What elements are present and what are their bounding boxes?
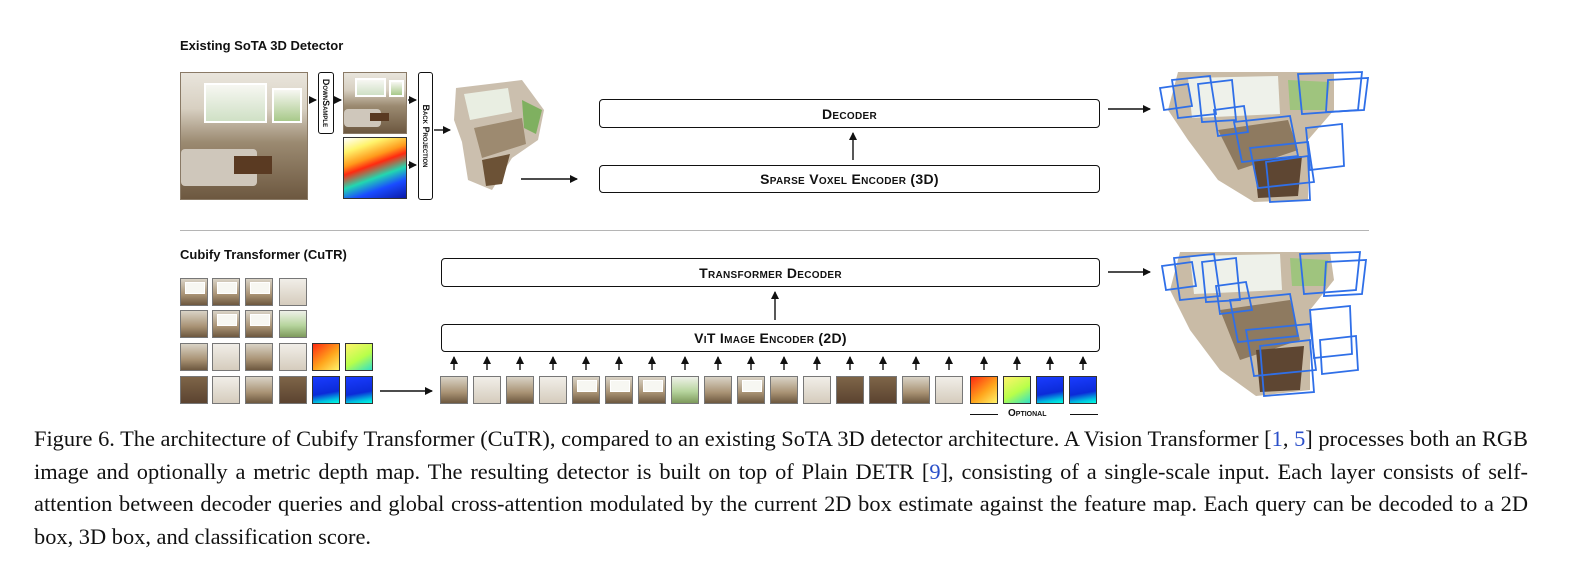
caption-text-1: Figure 6. The architecture of Cubify Tra…	[34, 426, 1272, 451]
caption-text-3: ], consisting of a single-scale input. E…	[34, 458, 1528, 549]
optional-bracket-right	[1070, 414, 1098, 415]
section-divider	[180, 230, 1369, 231]
depth-map-image	[343, 137, 407, 199]
bottom-3d-detection-result	[1160, 251, 1368, 397]
citation-link-5[interactable]: 5	[1294, 426, 1306, 451]
caption-separator: ,	[1282, 426, 1295, 451]
sparse-voxel-encoder-box: Sparse Voxel Encoder (3D)	[599, 165, 1100, 193]
top-3d-detection-result	[1158, 71, 1370, 203]
flow-arrows	[309, 96, 1151, 395]
transformer-decoder-box: Transformer Decoder	[441, 258, 1100, 287]
existing-detector-title: Existing SoTA 3D Detector	[180, 38, 344, 53]
figure-caption: Figure 6. The architecture of Cubify Tra…	[34, 423, 1528, 553]
citation-link-9[interactable]: 9	[929, 458, 941, 484]
caption-text-2: ] processes both an RGB image and option…	[34, 426, 1528, 484]
decoder-box: Decoder	[599, 99, 1100, 128]
downsampled-rgb-image	[343, 72, 407, 134]
optional-bracket-left	[970, 414, 998, 415]
citation-link-1[interactable]: 1	[1271, 426, 1283, 451]
back-projection-box: Back Projection	[418, 72, 433, 200]
rgb-input-image	[180, 72, 308, 200]
point-cloud-image	[454, 80, 544, 190]
optional-label: Optional	[1008, 408, 1047, 419]
downsample-box: DownSample	[318, 72, 334, 134]
vit-image-encoder-box: ViT Image Encoder (2D)	[441, 324, 1100, 352]
cutr-title: Cubify Transformer (CuTR)	[180, 247, 347, 262]
